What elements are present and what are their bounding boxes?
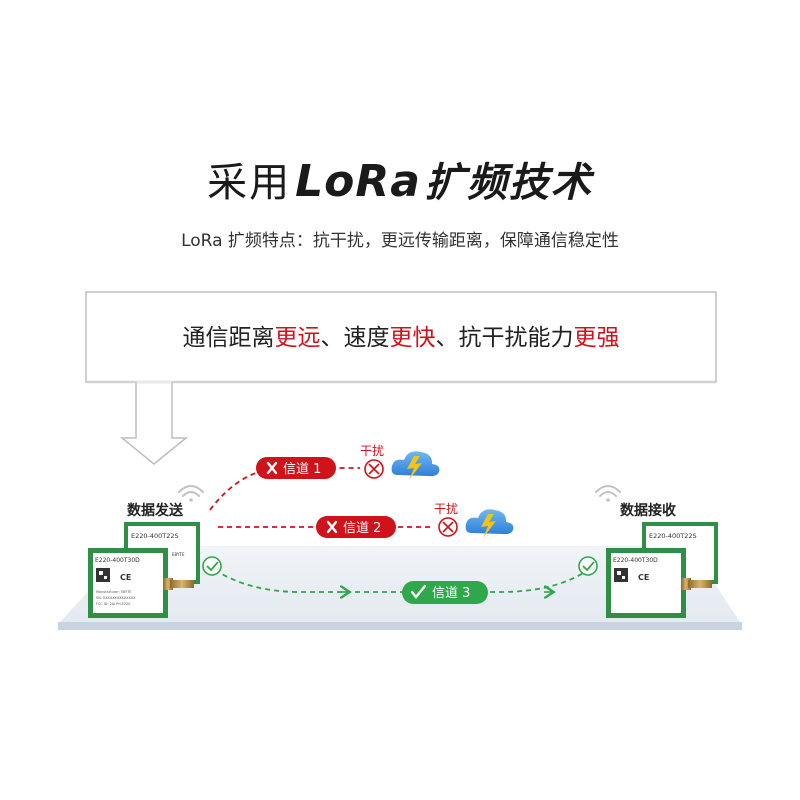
- receiver-back-model: E220-400T22S: [649, 532, 697, 540]
- title-suffix: 扩频技术: [424, 160, 593, 206]
- antenna-connector-icon: [163, 578, 173, 590]
- receiver-ce-mark: CE: [638, 573, 649, 582]
- callout-highlight-faster: 更快: [389, 325, 436, 351]
- receiver-label: 数据接收: [620, 502, 677, 519]
- blocked-circle-icon: [364, 459, 384, 479]
- module-front-model: E220-400T30D: [95, 557, 140, 564]
- channel-2-label: 信道 2: [343, 521, 381, 536]
- cross-icon: [326, 520, 338, 534]
- wifi-icon: [595, 485, 621, 502]
- receiver-module-front: E220-400T30D CE: [606, 548, 712, 618]
- check-circle-icon: [578, 556, 598, 576]
- module-fine-2: SN: XXXXXXXXXXXXXX: [96, 596, 136, 600]
- channel-3-path: [214, 569, 589, 593]
- check-icon: [410, 584, 427, 599]
- wifi-icon: [178, 485, 204, 502]
- glass-table: [58, 546, 742, 630]
- title-prefix: 采用: [207, 160, 292, 206]
- channel-3-badge: 信道 3: [402, 581, 488, 604]
- receiver-front-model: E220-400T30D: [613, 557, 658, 564]
- check-circle-icon: [202, 556, 222, 576]
- blocked-circle-icon: [438, 517, 458, 537]
- sender-label: 数据发送: [127, 502, 184, 519]
- storm-cloud-icon: [391, 451, 440, 480]
- cross-icon: [266, 461, 278, 475]
- sender-module-front: E220-400T30D CE Manufacturer: EBYTE SN: …: [88, 548, 194, 618]
- channel-3-label: 信道 3: [432, 586, 470, 601]
- page-subtitle: LoRa 扩频特点：抗干扰，更远传输距离，保障通信稳定性: [181, 231, 619, 251]
- ce-mark: CE: [120, 573, 131, 582]
- receiver-antenna-icon: [681, 578, 691, 590]
- channel-2-badge: 信道 2: [316, 516, 396, 538]
- channel-1-label: 信道 1: [283, 462, 321, 477]
- module-back-brand: EBYTE: [172, 552, 185, 557]
- callout-box: [85, 291, 717, 465]
- storm-cloud-icon: [465, 509, 514, 538]
- callout-part-0: 通信距离: [182, 325, 275, 351]
- callout-highlight-stronger: 更强: [573, 325, 620, 351]
- callout-highlight-farther: 更远: [274, 325, 321, 351]
- channel-1-badge: 信道 1: [256, 457, 336, 479]
- module-fine-1: Manufacturer: EBYTE: [96, 590, 131, 594]
- interference-label-2: 干扰: [434, 502, 458, 516]
- module-back-model: E220-400T22S: [131, 532, 179, 540]
- title-brand: LoRa: [295, 156, 421, 207]
- callout-text: 通信距离更远、速度更快、抗干扰能力更强: [86, 318, 716, 352]
- interference-label-1: 干扰: [360, 444, 384, 458]
- callout-part-4: 、抗干扰能力: [435, 325, 574, 351]
- callout-part-2: 、速度: [320, 325, 390, 351]
- module-fine-3: FCC ID: 2ALPH-E220: [96, 602, 130, 606]
